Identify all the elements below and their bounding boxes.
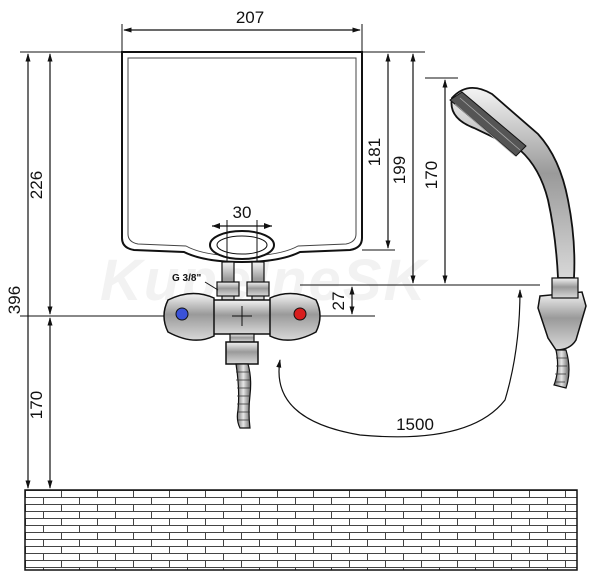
dim-label-floor: 170: [27, 391, 46, 419]
dim-line-hose: [276, 289, 523, 438]
dim-label-shower: 170: [422, 161, 441, 189]
shower-nozzle-lines: [454, 97, 521, 157]
heater-oval-inner: [216, 235, 268, 255]
thread-label: G 3/8": [172, 273, 201, 284]
thread-leader: [204, 281, 219, 291]
dim-label-valve: 27: [329, 292, 348, 311]
heater-body: [121, 51, 363, 264]
nut-left: [216, 281, 240, 297]
shower-hose-end: [553, 349, 570, 389]
hot-indicator-icon: [293, 307, 307, 321]
dim-label-hose: 1500: [396, 415, 434, 434]
dim-label-heater-height: 181: [365, 138, 384, 166]
dim-label-upper: 226: [27, 171, 46, 199]
dim-label-spacing: 30: [233, 203, 252, 222]
shower-hose-ribs: [555, 357, 567, 383]
outlet-neck: [229, 333, 255, 343]
dim-label-outlet: 199: [390, 156, 409, 184]
nut-right: [246, 281, 270, 297]
shower-handle-end: [551, 277, 579, 299]
hose-nut: [225, 341, 259, 365]
shower-holder: [537, 291, 587, 351]
cold-handle: [163, 292, 215, 341]
dim-label-width: 207: [236, 8, 264, 27]
brick-floor: [24, 489, 578, 571]
hose-ribs: [236, 371, 250, 421]
dim-label-total: 396: [5, 286, 24, 314]
cold-indicator-icon: [175, 307, 189, 321]
